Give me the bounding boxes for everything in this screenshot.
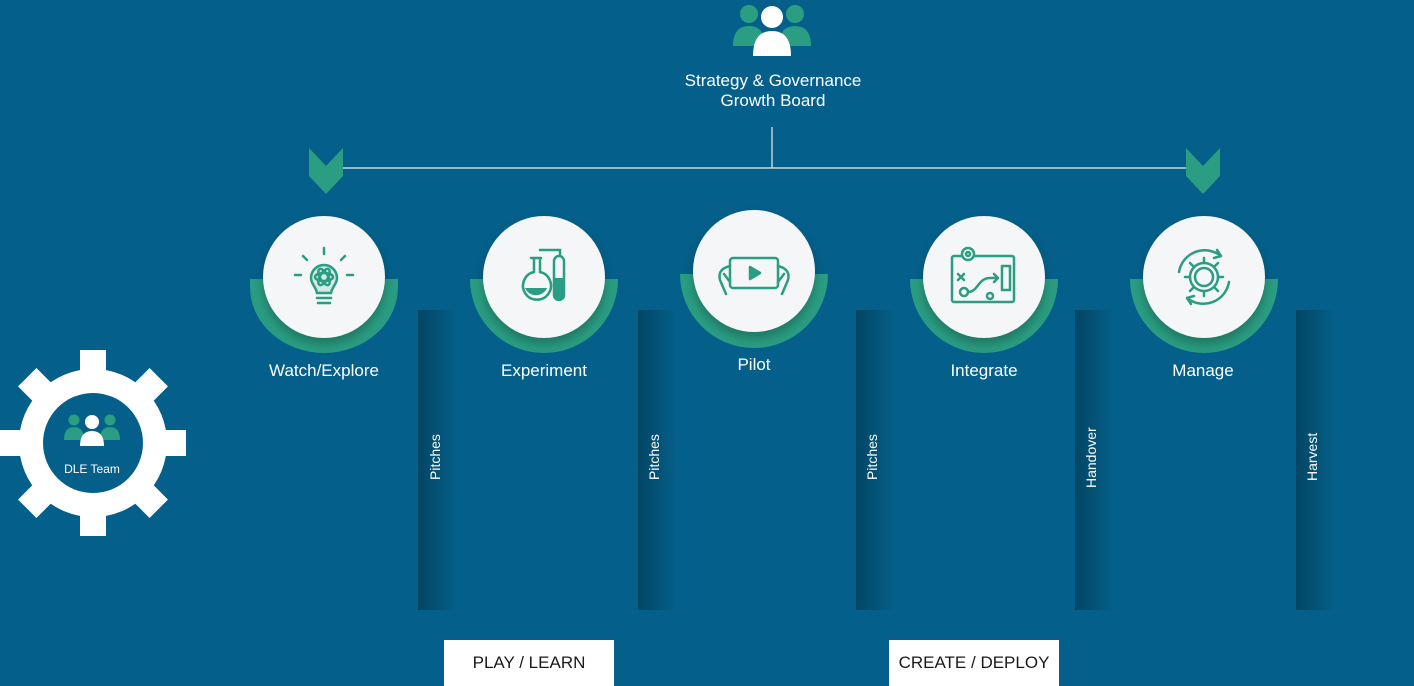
phase-create-deploy: CREATE / DEPLOY	[889, 640, 1059, 686]
divider-label-harvest: Harvest	[1304, 432, 1320, 481]
top-title-line1: Strategy & Governance	[684, 71, 862, 90]
chevron-down-icon	[1186, 148, 1220, 194]
lab-flask-icon	[521, 248, 566, 302]
tablet-play-icon	[718, 256, 790, 296]
top-title-line2: Growth Board	[720, 91, 826, 110]
gear-cycle-icon	[1177, 248, 1231, 306]
divider-label-handover: Handover	[1083, 427, 1099, 488]
stage-label: Watch/Explore	[269, 361, 379, 380]
phase-play-learn: PLAY / LEARN	[444, 640, 614, 686]
divider-shade	[638, 310, 678, 610]
people-group-icon	[733, 5, 811, 56]
team-gear	[0, 350, 186, 536]
lightbulb-atom-icon	[293, 246, 355, 305]
top-title: Strategy & Governance Growth Board	[642, 71, 904, 111]
stage-label: Experiment	[501, 361, 587, 380]
stage-experiment	[483, 216, 605, 338]
strategy-board-icon	[950, 246, 1016, 304]
stage-label: Integrate	[950, 361, 1018, 380]
divider-label-pitches: Pitches	[864, 434, 880, 480]
divider-shade	[1296, 310, 1336, 610]
stage-integrate	[923, 216, 1045, 338]
team-label: DLE Team	[64, 462, 120, 476]
stage-label: Pilot	[737, 355, 771, 374]
stage-watch-explore	[263, 216, 385, 338]
chevron-down-icon	[309, 148, 343, 194]
people-group-icon	[64, 414, 120, 446]
divider-label-pitches: Pitches	[427, 434, 443, 480]
stage-label: Manage	[1172, 361, 1234, 380]
divider-shade	[418, 310, 458, 610]
divider-label-pitches: Pitches	[646, 434, 662, 480]
divider-shade	[1075, 310, 1115, 610]
stage-pilot	[693, 210, 815, 332]
divider-shade	[856, 310, 896, 610]
stage-manage	[1143, 216, 1265, 338]
